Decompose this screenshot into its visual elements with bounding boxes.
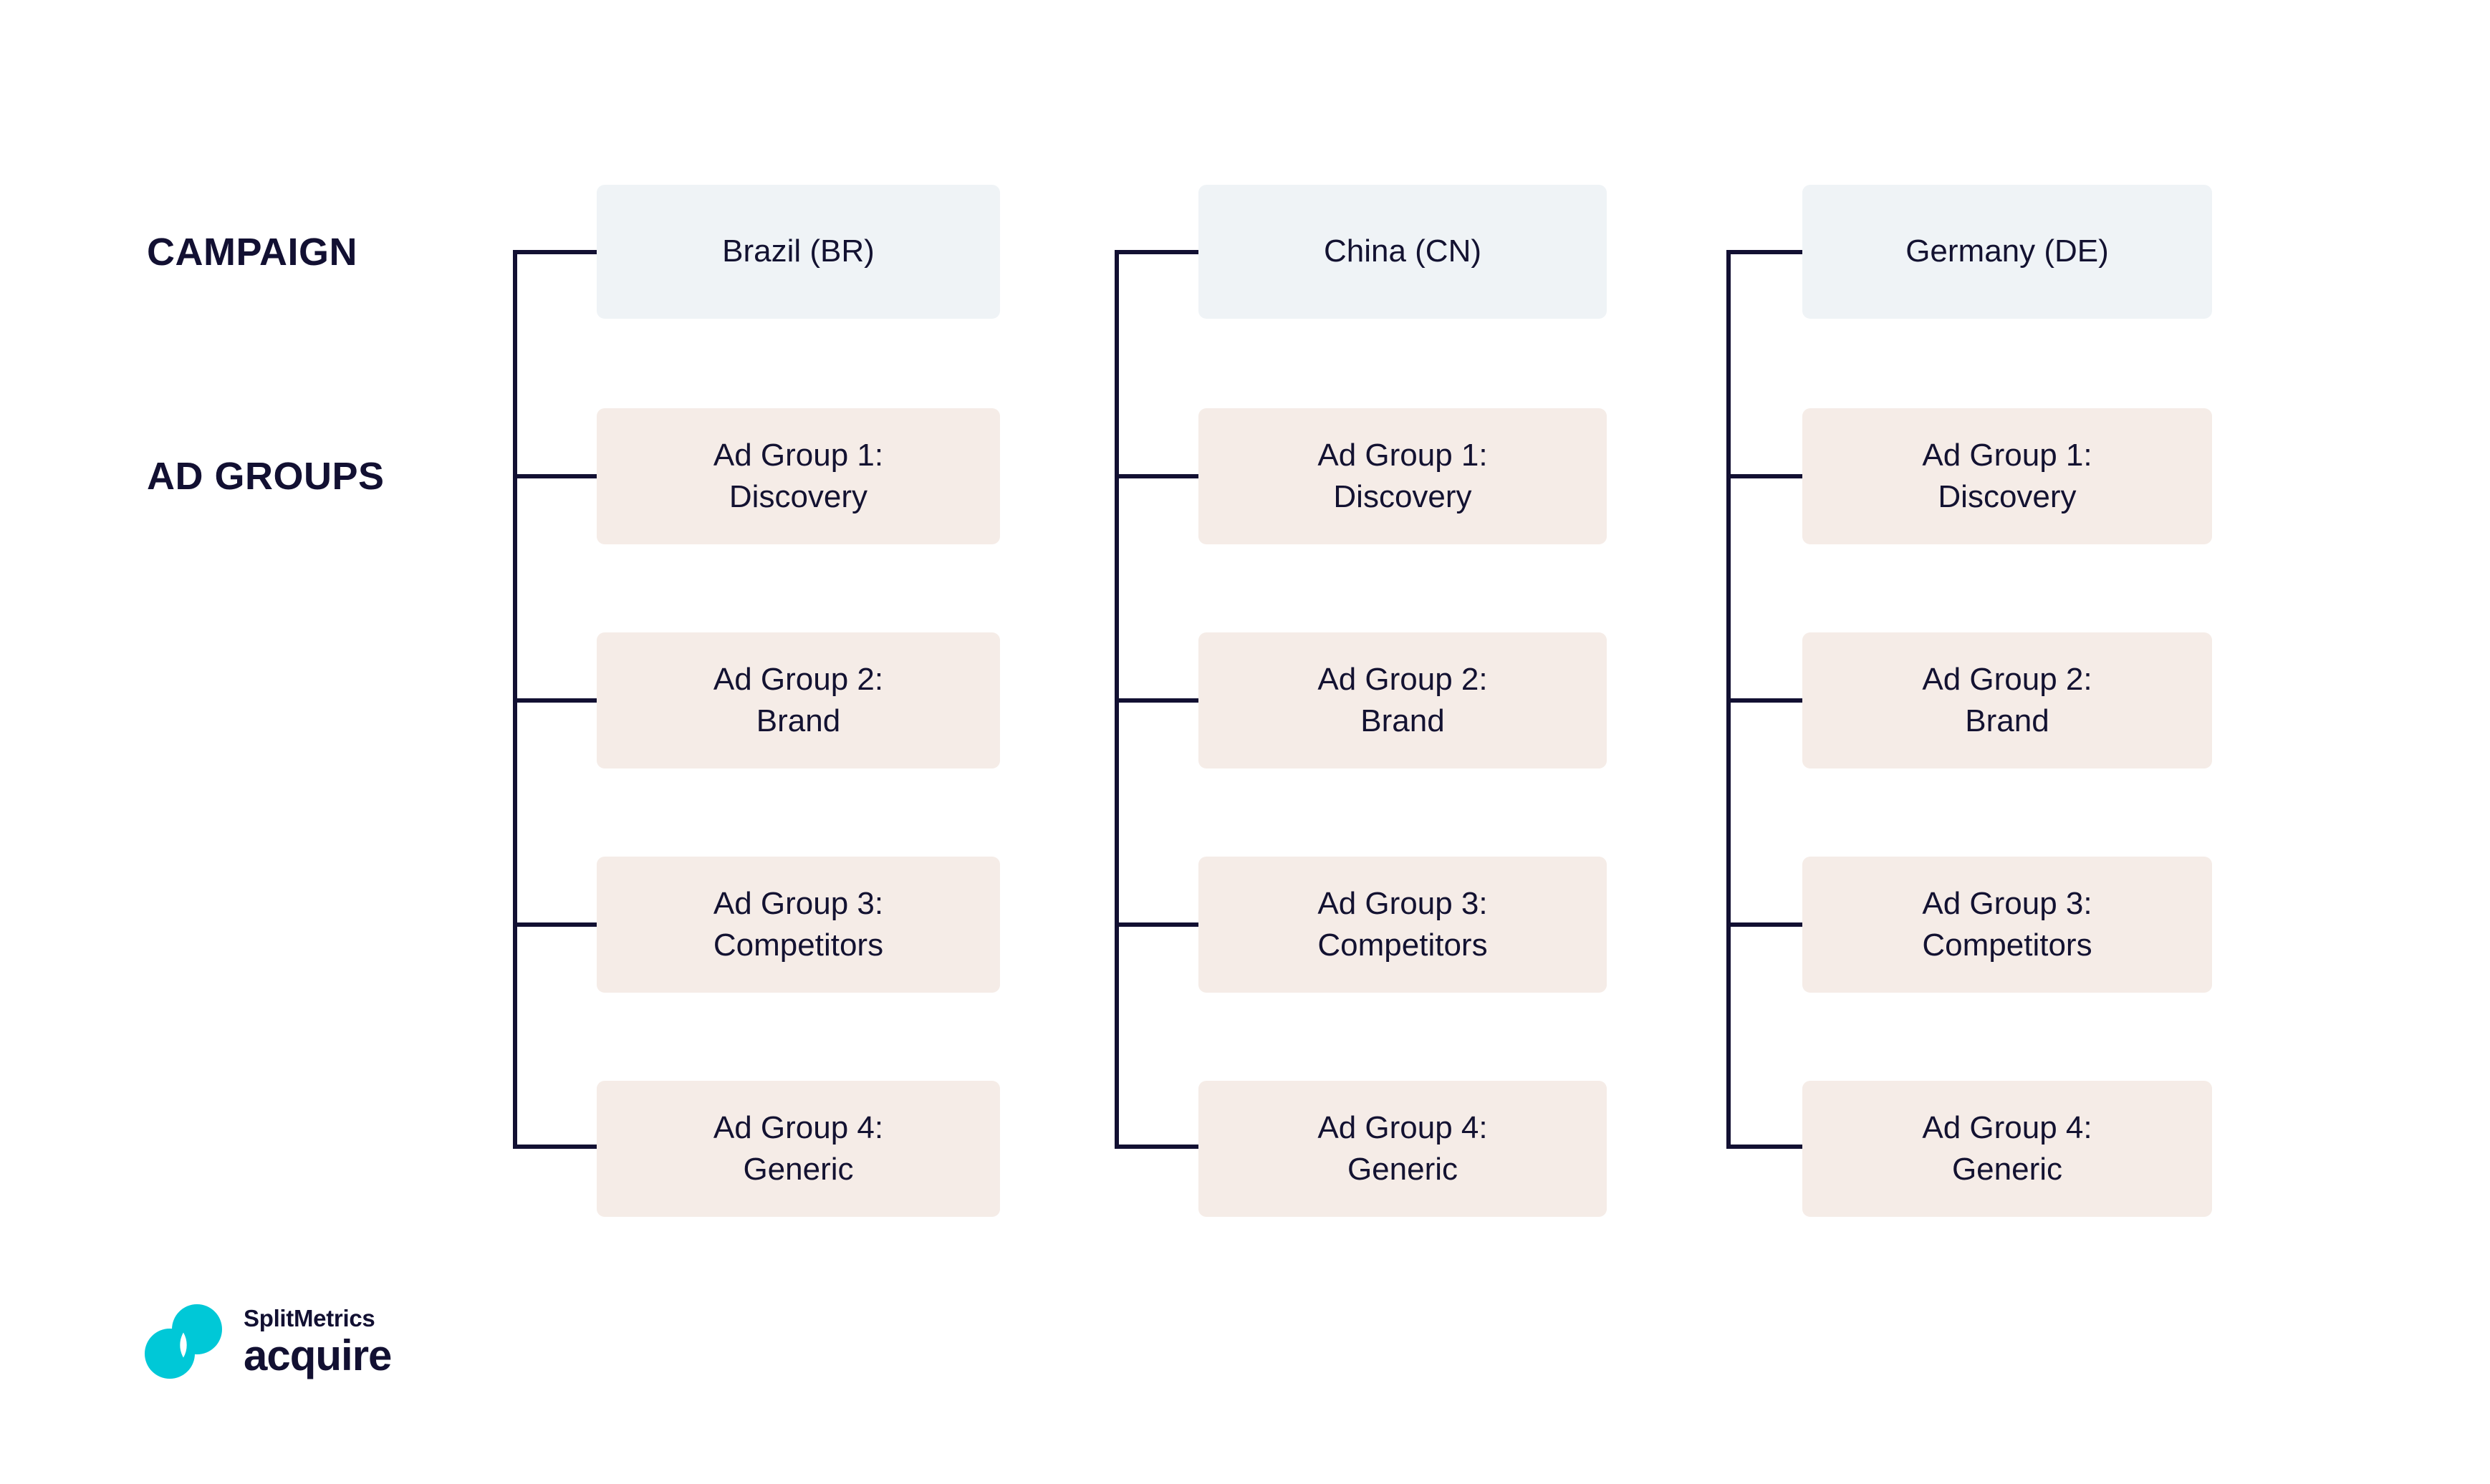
campaign-node-germany[interactable]: Germany (DE) [1802, 185, 2212, 319]
connector-column-1 [513, 250, 597, 1149]
campaign-node-label: China (CN) [1323, 233, 1482, 269]
adgroup-node-label: Ad Group 4: Generic [713, 1109, 884, 1187]
adgroup-node-label: Ad Group 2: Brand [1922, 661, 2092, 738]
logo-name-splitmetrics: SplitMetrics [244, 1304, 375, 1331]
adgroup-node-china-3[interactable]: Ad Group 3: Competitors [1198, 857, 1607, 993]
campaign-node-label: Germany (DE) [1905, 233, 2109, 269]
adgroup-node-label: Ad Group 1: Discovery [1922, 437, 2092, 514]
overlapping-circles-icon [142, 1300, 225, 1383]
campaign-node-china[interactable]: China (CN) [1198, 185, 1607, 319]
adgroup-node-label: Ad Group 3: Competitors [1317, 885, 1488, 963]
row-label-campaign: CAMPAIGN [147, 231, 357, 274]
adgroup-node-label: Ad Group 1: Discovery [1317, 437, 1488, 514]
campaign-node-brazil[interactable]: Brazil (BR) [597, 185, 1000, 319]
adgroup-node-china-4[interactable]: Ad Group 4: Generic [1198, 1081, 1607, 1217]
adgroup-node-label: Ad Group 3: Competitors [713, 885, 884, 963]
adgroup-node-germany-2[interactable]: Ad Group 2: Brand [1802, 632, 2212, 768]
adgroup-node-label: Ad Group 4: Generic [1922, 1109, 2092, 1187]
adgroup-node-germany-4[interactable]: Ad Group 4: Generic [1802, 1081, 2212, 1217]
connector-column-2 [1115, 250, 1198, 1149]
adgroup-node-label: Ad Group 3: Competitors [1922, 885, 2092, 963]
adgroup-node-germany-1[interactable]: Ad Group 1: Discovery [1802, 408, 2212, 544]
adgroup-node-brazil-3[interactable]: Ad Group 3: Competitors [597, 857, 1000, 993]
adgroup-node-brazil-4[interactable]: Ad Group 4: Generic [597, 1081, 1000, 1217]
adgroup-node-brazil-2[interactable]: Ad Group 2: Brand [597, 632, 1000, 768]
campaign-node-label: Brazil (BR) [722, 233, 875, 269]
adgroup-node-label: Ad Group 2: Brand [1317, 661, 1488, 738]
connector-column-3 [1726, 250, 1802, 1149]
row-label-ad-groups: AD GROUPS [147, 455, 385, 498]
adgroup-node-germany-3[interactable]: Ad Group 3: Competitors [1802, 857, 2212, 993]
adgroup-node-china-1[interactable]: Ad Group 1: Discovery [1198, 408, 1607, 544]
logo-name-acquire: acquire [244, 1331, 392, 1379]
splitmetrics-acquire-logo: SplitMetrics acquire [142, 1300, 392, 1383]
logo-wordmark: SplitMetrics acquire [244, 1304, 392, 1379]
adgroup-node-label: Ad Group 2: Brand [713, 661, 884, 738]
adgroup-node-label: Ad Group 4: Generic [1317, 1109, 1488, 1187]
adgroup-node-china-2[interactable]: Ad Group 2: Brand [1198, 632, 1607, 768]
adgroup-node-brazil-1[interactable]: Ad Group 1: Discovery [597, 408, 1000, 544]
adgroup-node-label: Ad Group 1: Discovery [713, 437, 884, 514]
